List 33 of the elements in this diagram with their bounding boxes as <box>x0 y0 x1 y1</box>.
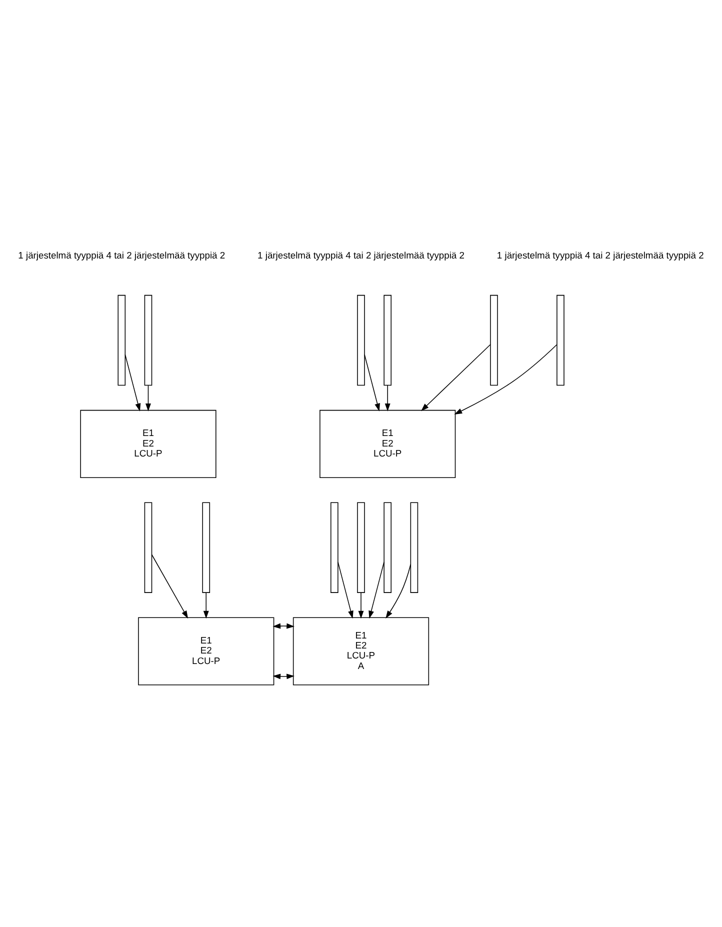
arrow <box>358 592 364 619</box>
label: 1 järjestelmä tyyppiä 4 tai 2 järjestelmää tyyppiä 2 <box>496 250 704 261</box>
node-bar <box>144 294 152 386</box>
arrow <box>203 592 209 619</box>
node-bar <box>144 502 152 593</box>
node-bar <box>384 294 392 386</box>
node-bar <box>357 502 365 593</box>
node-bar <box>384 502 392 593</box>
node-box: E1 E2 LCU-P <box>80 410 216 478</box>
arrow <box>272 623 294 629</box>
arrow <box>384 385 390 412</box>
arrow <box>454 344 558 414</box>
arrow <box>368 562 384 619</box>
arrow <box>386 564 412 619</box>
node-bar <box>202 502 210 593</box>
node-bar <box>410 502 418 593</box>
arrow <box>272 674 294 680</box>
node-bar <box>118 294 126 386</box>
node-bar <box>357 294 365 386</box>
arrow <box>421 344 491 412</box>
node-bar <box>330 502 338 593</box>
arrow <box>338 562 354 619</box>
node-bar <box>490 294 498 386</box>
node-box: E1 E2 LCU-P <box>320 410 456 478</box>
arrow <box>146 385 151 412</box>
node-box: E1 E2 LCU-P A <box>292 617 430 686</box>
label: 1 järjestelmä tyyppiä 4 tai 2 järjestelmää tyyppiä 2 <box>258 250 464 261</box>
arrow <box>151 554 188 619</box>
node-bar <box>556 294 564 386</box>
label: 1 järjestelmä tyyppiä 4 tai 2 järjestelmää tyyppiä 2 <box>18 250 226 261</box>
arrow <box>364 354 380 412</box>
arrow <box>124 354 141 412</box>
node-box: E1 E2 LCU-P <box>138 617 274 686</box>
